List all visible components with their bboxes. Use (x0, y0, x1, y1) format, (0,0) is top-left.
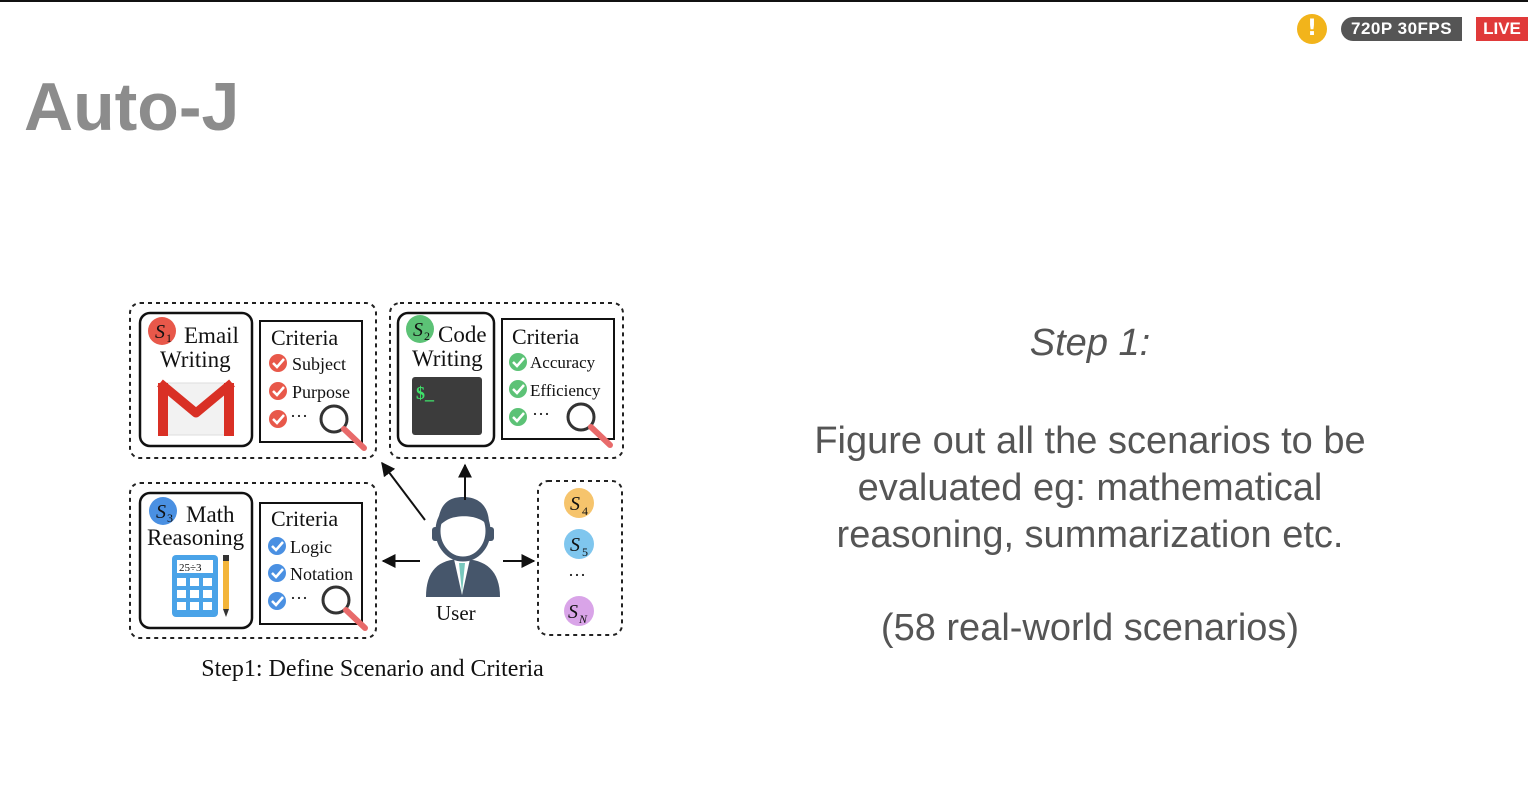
check-icon (509, 353, 527, 371)
user-label: User (436, 601, 476, 625)
check-icon (271, 596, 284, 607)
email-name-line2: Writing (160, 347, 231, 372)
code-criteria-heading: Criteria (512, 324, 579, 349)
email-name-line1: Email (184, 323, 239, 348)
terminal-icon (412, 377, 482, 435)
check-icon (512, 384, 525, 395)
check-icon (269, 410, 287, 428)
sn-subscript: N (578, 612, 588, 626)
s1-symbol: S (155, 321, 165, 343)
gmail-icon (157, 379, 235, 436)
check-icon (272, 414, 285, 425)
email-criteria-ellipsis: ··· (290, 406, 308, 426)
code-criterion-2: Efficiency (530, 381, 601, 400)
s3-subscript: 3 (167, 511, 173, 525)
check-icon (272, 358, 285, 369)
more-scenarios-frame (537, 480, 623, 636)
check-icon (268, 592, 286, 610)
check-icon (269, 382, 287, 400)
math-name-line2: Reasoning (147, 525, 245, 550)
live-badge: LIVE (1476, 17, 1528, 41)
sn-symbol: S (568, 601, 578, 623)
math-name-line1: Math (186, 502, 235, 527)
math-criterion-1: Logic (290, 537, 332, 557)
math-criteria-heading: Criteria (271, 506, 338, 531)
check-icon (268, 564, 286, 582)
email-criterion-1: Subject (292, 354, 346, 374)
pencil-icon (223, 555, 229, 617)
s3-symbol: S (156, 501, 166, 523)
scenario-diagram-svg: S 1 Email Writing Criteria Subject Purpo… (129, 302, 624, 639)
email-criterion-2: Purpose (292, 382, 350, 402)
s2-badge (406, 315, 434, 343)
s4-badge (564, 488, 594, 518)
sn-badge (564, 596, 594, 626)
s5-symbol: S (570, 534, 580, 556)
code-criteria-ellipsis: ··· (532, 404, 550, 424)
top-border (0, 0, 1528, 2)
check-icon (509, 408, 527, 426)
math-criteria-ellipsis: ··· (290, 588, 308, 608)
s2-subscript: 2 (424, 329, 430, 343)
check-icon (512, 412, 525, 423)
math-dashed-frame (129, 482, 377, 639)
slide-title: Auto-J (24, 69, 240, 145)
magnifier-icon (566, 402, 613, 448)
s3-badge (149, 497, 177, 525)
code-scenario-group: S 2 Code Writing $_ Criteria Accuracy Ef… (389, 302, 624, 459)
check-icon (512, 357, 525, 368)
diagram-caption: Step1: Define Scenario and Criteria (201, 656, 544, 682)
check-icon (272, 386, 285, 397)
math-criterion-2: Notation (290, 564, 353, 584)
email-criteria-heading: Criteria (271, 325, 338, 350)
s4-subscript: 4 (582, 504, 588, 518)
step-heading: Step 1: (1029, 322, 1151, 364)
user-icon (426, 497, 500, 597)
s1-badge (148, 317, 176, 345)
s4-symbol: S (570, 493, 580, 515)
math-scenario-group: S 3 Math Reasoning 25÷3 Criteria Logic N… (129, 482, 377, 639)
magnifier-icon (321, 585, 368, 631)
code-dashed-frame (389, 302, 624, 459)
check-icon (269, 354, 287, 372)
check-icon (268, 537, 286, 555)
code-criterion-1: Accuracy (530, 353, 596, 372)
code-name-line2: Writing (412, 346, 483, 371)
warning-icon[interactable]: ! (1297, 14, 1327, 44)
magnifier-icon (319, 404, 367, 451)
check-icon (271, 568, 284, 579)
email-dashed-frame (129, 302, 377, 459)
scenario-count-note: (58 real-world scenarios) (880, 607, 1300, 649)
scenario-diagram: S 1 Email Writing Criteria Subject Purpo… (120, 295, 630, 655)
calculator-icon: 25÷3 (172, 555, 218, 617)
resolution-badge[interactable]: 720P 30FPS (1341, 17, 1463, 41)
code-name-line1: Code (438, 322, 487, 347)
arrow-to-email (381, 461, 426, 521)
step-description: Figure out all the scenarios to be evalu… (814, 420, 1366, 556)
more-scenarios-group: S 4 S 5 ··· S N (537, 480, 623, 636)
s2-symbol: S (413, 319, 423, 341)
s1-subscript: 1 (166, 331, 172, 345)
terminal-prompt: $_ (416, 383, 435, 403)
check-icon (271, 541, 284, 552)
check-icon (509, 380, 527, 398)
calculator-display: 25÷3 (179, 562, 202, 574)
s5-subscript: 5 (582, 545, 588, 559)
s5-badge (564, 529, 594, 559)
more-ellipsis: ··· (568, 565, 586, 585)
email-scenario-group: S 1 Email Writing Criteria Subject Purpo… (129, 302, 377, 459)
